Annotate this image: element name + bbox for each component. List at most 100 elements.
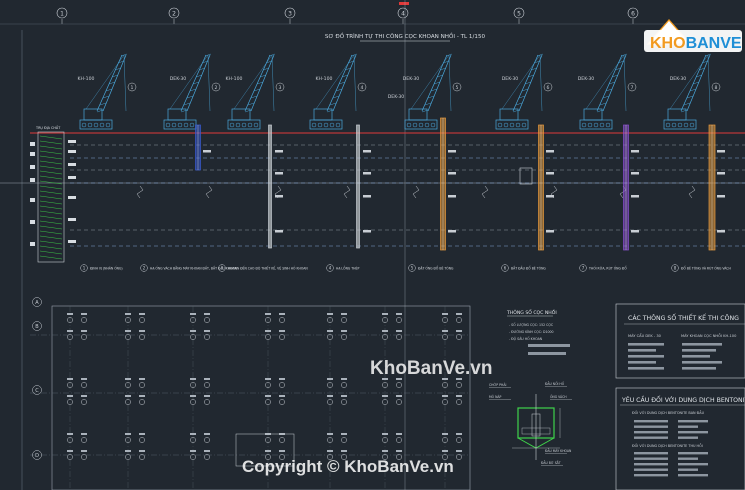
pile-id-tag	[204, 450, 210, 452]
table-text-block	[628, 343, 664, 346]
table-text-block	[682, 343, 722, 346]
pile-level-tag	[363, 150, 371, 153]
step-number: 5	[456, 85, 459, 91]
crane-wheel	[241, 122, 247, 128]
crane-wheel	[665, 122, 671, 128]
pile-symbol	[279, 399, 285, 405]
boom-lattice	[338, 81, 346, 85]
boom-lattice	[189, 88, 197, 92]
pile-id-tag	[396, 330, 402, 332]
concrete-hopper	[519, 167, 533, 185]
pile-id-tag	[139, 395, 145, 397]
pile-symbol	[125, 334, 131, 340]
table-text-block	[682, 361, 722, 364]
soil-layer-tag	[68, 218, 76, 221]
drill-rod	[531, 413, 541, 437]
crane-boom	[602, 54, 627, 112]
watermark-copyright: Copyright © KhoBanVe.vn	[242, 457, 454, 476]
boom-lattice	[186, 95, 194, 99]
table-text-block	[634, 463, 668, 466]
step-caption-text: KHOAN ĐẾN CAO ĐỘ THIẾT KẾ, VỆ SINH HỐ KH…	[228, 265, 308, 271]
crane-wheel	[81, 122, 87, 128]
pile-level-tag	[448, 230, 456, 233]
crane-cab	[313, 108, 333, 121]
boom-lattice	[108, 81, 116, 85]
pile-level-tag	[203, 150, 211, 153]
soil-hatch	[39, 245, 63, 250]
pile-id-tag	[327, 395, 333, 397]
pile-id-tag	[265, 313, 271, 315]
machine-label: DEK-30	[670, 76, 687, 82]
pile-symbol	[442, 454, 448, 460]
grid-axis-bubble	[513, 7, 525, 19]
soil-layer-tag	[68, 140, 76, 143]
boom-lattice	[102, 95, 110, 99]
crane-pendant	[85, 54, 125, 110]
step-caption-text: ĐẶT ỐNG ĐỔ BÊ TÔNG	[418, 266, 454, 271]
step-bubble	[452, 82, 462, 92]
pile-symbol	[327, 334, 333, 340]
grid-axis-number: 6	[631, 11, 635, 18]
pile-id-tag	[190, 395, 196, 397]
pile-level-tag	[631, 172, 639, 175]
boom-lattice	[265, 60, 273, 64]
pile-id-tag	[456, 450, 462, 452]
pile-symbol	[327, 399, 333, 405]
crane-boom	[680, 54, 707, 112]
table-text-block	[678, 431, 708, 434]
pile-level-tag	[631, 230, 639, 233]
boom-lattice	[614, 67, 622, 71]
pile-id-tag	[204, 378, 210, 380]
pile-id-tag	[456, 395, 462, 397]
crane-boom	[186, 54, 211, 112]
soil-hatch	[39, 225, 63, 230]
boom-lattice	[329, 102, 337, 106]
soil-layer-tag	[68, 150, 76, 153]
table-text-block	[678, 420, 708, 423]
boom-lattice	[512, 109, 520, 113]
machine-label: DEK-30	[578, 76, 595, 82]
pile-id-tag	[190, 378, 196, 380]
design-table-text	[628, 343, 722, 370]
pile-symbol	[190, 382, 196, 388]
crane-cab	[583, 108, 603, 121]
soil-hatch	[39, 220, 63, 225]
pile-id-tag	[81, 395, 87, 397]
pile-id-tag	[442, 330, 448, 332]
soil-layer-tag	[30, 242, 35, 246]
pile-symbol	[456, 399, 462, 405]
soil-layer-tag	[68, 163, 76, 166]
pile-id-tag	[382, 433, 388, 435]
table-text-block	[678, 468, 698, 471]
boom-lattice	[335, 88, 343, 92]
crane-wheel	[329, 122, 335, 128]
pile-level-tag	[275, 172, 283, 175]
grid-axis-letter: C	[35, 388, 39, 394]
pile-params-note: THÔNG SỐ CỌC NHỒI - SỐ LƯỢNG CỌC: 152 CỌ…	[506, 307, 570, 355]
crane-pendant	[410, 54, 450, 110]
boom-lattice	[347, 60, 355, 64]
soil-layer-tag	[68, 196, 76, 199]
boom-lattice	[617, 60, 625, 64]
crane-wheel	[189, 122, 195, 128]
soil-hatch	[39, 255, 63, 260]
crane-wheel	[503, 122, 509, 128]
bentonite-table-text	[634, 420, 708, 477]
boom-lattice	[244, 109, 252, 113]
pile-id-tag	[279, 450, 285, 452]
bentonite-title: YÊU CẦU ĐỐI VỚI DUNG DỊCH BENTONITE	[621, 394, 745, 404]
pile-id-tag	[67, 450, 73, 452]
pile-symbol	[327, 437, 333, 443]
crane-wheel	[247, 122, 253, 128]
step-caption-number: 2	[143, 266, 146, 271]
drawing-title: SƠ ĐỒ TRÌNH TỰ THI CÔNG CỌC KHOAN NHỒI -…	[325, 31, 486, 40]
grid-axis-letter: A	[35, 300, 39, 306]
pile-id-tag	[265, 450, 271, 452]
crane-cable	[207, 54, 211, 112]
crane-pendant	[315, 54, 355, 110]
step-caption-number: 4	[329, 266, 332, 271]
pile-symbol	[265, 317, 271, 323]
pile-level-tag	[717, 150, 725, 153]
boom-lattice	[198, 67, 206, 71]
machine-label: DEK-30	[388, 94, 405, 100]
